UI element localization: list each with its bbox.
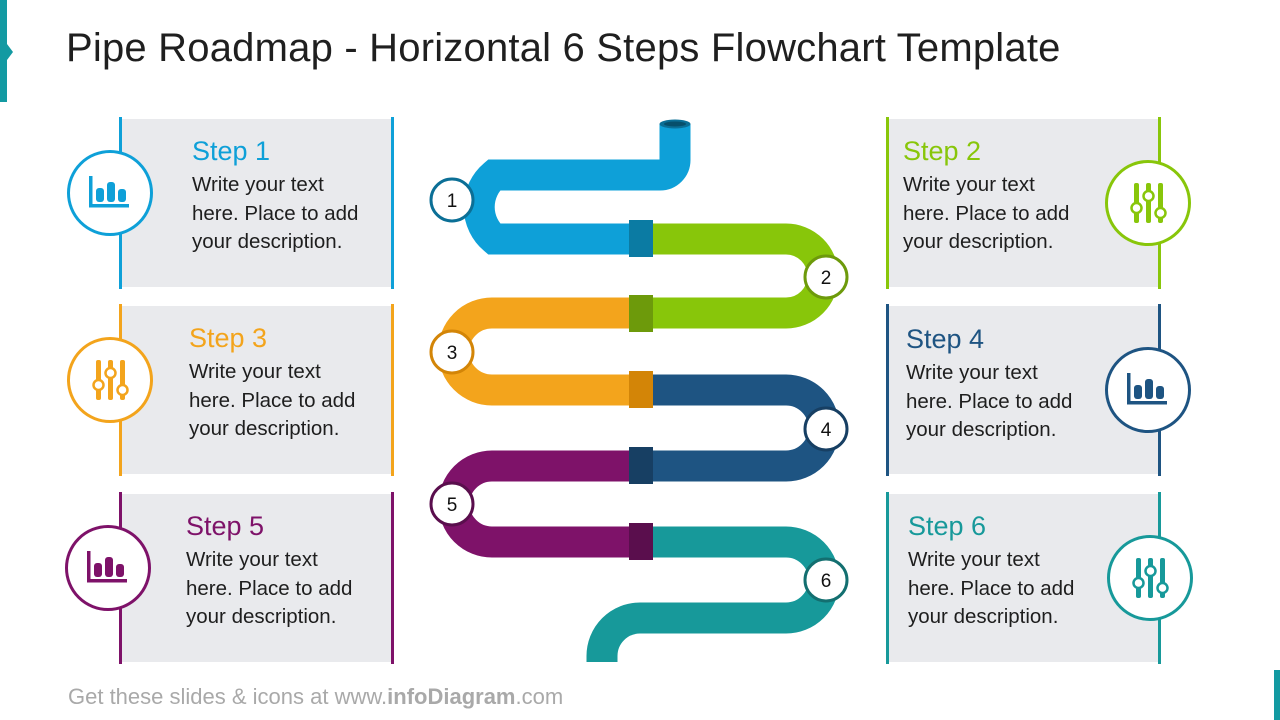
step-card-background xyxy=(122,494,393,662)
pipe-joint xyxy=(629,220,653,257)
step-title: Step 2 xyxy=(903,136,982,166)
step-card-right-line xyxy=(391,492,394,664)
bar-chart-icon xyxy=(65,525,151,611)
step-description: Write your text here. Place to add your … xyxy=(906,359,1072,445)
step-badge-number: 5 xyxy=(447,495,458,516)
step-title: Step 5 xyxy=(186,511,265,541)
step-card-background xyxy=(122,306,393,474)
step-title: Step 4 xyxy=(906,324,985,354)
footer-brand: infoDiagram xyxy=(387,684,516,709)
step-badge-number: 6 xyxy=(821,571,832,592)
footer-credit: Get these slides & icons at www.infoDiag… xyxy=(68,684,563,710)
step-description-line: here. Place to add xyxy=(908,576,1075,600)
pipe-segment-6 xyxy=(586,526,840,662)
step-badge-2: 2 xyxy=(803,254,849,300)
step-description: Write your text here. Place to add your … xyxy=(192,171,358,257)
step-description-line: Write your text xyxy=(903,173,1035,196)
step-card-left-line xyxy=(886,117,889,289)
step-badge-5: 5 xyxy=(429,481,475,527)
step-card-right-line xyxy=(391,304,394,476)
pipe-segment-2 xyxy=(642,223,839,329)
pipe-joint xyxy=(629,523,653,560)
accent-bar xyxy=(0,0,7,102)
step-description-line: here. Place to add xyxy=(186,576,353,600)
pipe-joint xyxy=(629,295,653,332)
pipe-segment-4 xyxy=(642,374,840,482)
step-description: Write your text here. Place to add your … xyxy=(908,546,1074,632)
pipe-joint xyxy=(629,447,653,484)
footer-suffix: .com xyxy=(515,684,564,709)
sliders-icon xyxy=(1105,160,1191,246)
step-badge-number: 1 xyxy=(447,191,458,212)
step-card-left-line xyxy=(886,492,889,664)
step-badge-3: 3 xyxy=(429,329,475,375)
step-description-line: Write your text xyxy=(189,360,321,383)
step-description-line: Write your text xyxy=(186,548,318,571)
step-description-line: Write your text xyxy=(192,173,324,196)
step-badge-number: 3 xyxy=(447,343,458,364)
step-card-right-line xyxy=(391,117,394,289)
step-title: Step 6 xyxy=(908,511,987,541)
accent-notch xyxy=(7,44,13,60)
step-description-line: your description. xyxy=(186,605,337,628)
footer-prefix: Get these slides & icons at www. xyxy=(68,684,388,709)
sliders-icon xyxy=(67,337,153,423)
step-description-line: here. Place to add xyxy=(189,388,356,412)
bar-chart-icon xyxy=(1105,347,1191,433)
step-description-line: your description. xyxy=(903,230,1054,253)
step-badge-4: 4 xyxy=(803,406,849,452)
step-description-line: Write your text xyxy=(906,361,1038,384)
step-badge-6: 6 xyxy=(803,557,849,603)
step-description-line: Write your text xyxy=(908,548,1040,571)
step-title: Step 3 xyxy=(189,323,268,353)
step-badge-number: 2 xyxy=(821,268,832,289)
step-description: Write your text here. Place to add your … xyxy=(903,171,1069,257)
step-card-left-line xyxy=(886,304,889,476)
step-description-line: your description. xyxy=(906,418,1057,441)
step-description-line: your description. xyxy=(192,230,343,253)
step-title: Step 1 xyxy=(192,136,271,166)
step-description-line: here. Place to add xyxy=(903,201,1070,225)
page-title: Pipe Roadmap - Horizontal 6 Steps Flowch… xyxy=(66,26,1061,70)
pipe-segment-1 xyxy=(463,124,691,255)
step-card-background xyxy=(122,119,393,287)
step-description: Write your text here. Place to add your … xyxy=(186,546,352,632)
sliders-icon xyxy=(1107,535,1193,621)
step-badge-number: 4 xyxy=(821,420,832,441)
corner-mark xyxy=(1274,670,1280,720)
step-description-line: your description. xyxy=(908,605,1059,628)
pipe-segment-3 xyxy=(438,297,642,406)
pipe-joint xyxy=(629,371,653,408)
bar-chart-icon xyxy=(67,150,153,236)
step-badge-1: 1 xyxy=(429,177,475,223)
pipe-segment-5 xyxy=(438,450,642,558)
step-description-line: here. Place to add xyxy=(906,389,1073,413)
step-description: Write your text here. Place to add your … xyxy=(189,358,355,444)
step-description-line: here. Place to add xyxy=(192,201,359,225)
pipe-joints xyxy=(629,220,653,560)
step-description-line: your description. xyxy=(189,417,340,440)
